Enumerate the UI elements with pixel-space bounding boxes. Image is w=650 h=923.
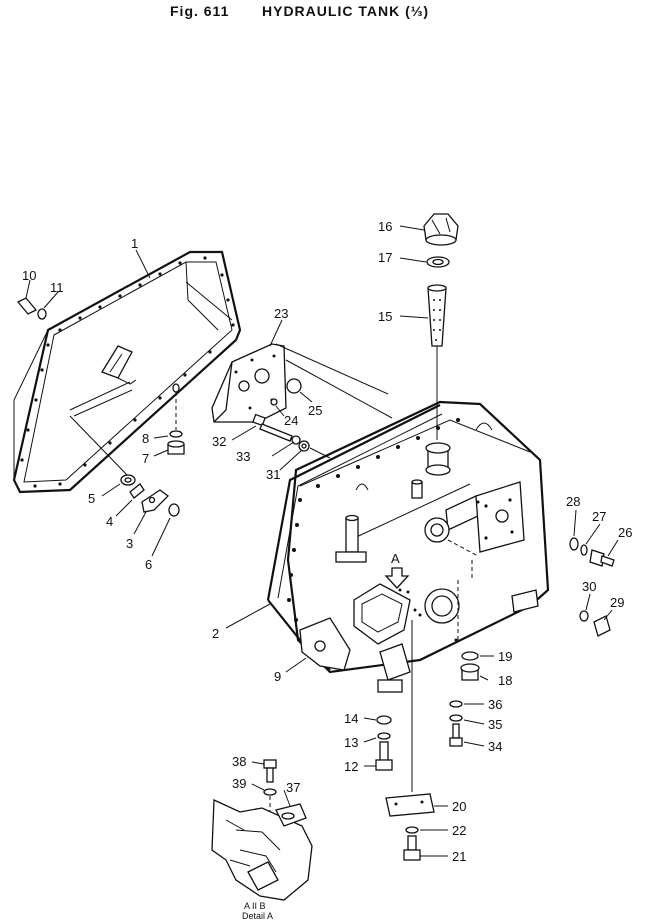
callout-10: 10 [22,268,36,283]
callout-39: 39 [232,776,246,791]
callout-19: 19 [498,649,512,664]
callout-31: 31 [266,467,280,482]
part-bolt-32-33-31 [252,413,331,459]
figure-title: HYDRAULIC TANK (⅓) [262,3,429,19]
part-tank-body: A [266,400,550,693]
callout-15: 15 [378,309,392,324]
callout-13: 13 [344,735,358,750]
callout-38: 38 [232,754,246,769]
callout-5: 5 [88,491,95,506]
callout-34: 34 [488,739,502,754]
callout-30: 30 [582,579,596,594]
detail-a-drawing [211,759,313,901]
callout-7: 7 [142,451,149,466]
callout-20: 20 [452,799,466,814]
callout-3: 3 [126,536,133,551]
part-bolt-34-36 [449,700,463,747]
figure-number: Fig. 611 [170,3,229,19]
callout-29: 29 [610,595,624,610]
callout-1: 1 [131,236,138,251]
part-gasket-17 [426,256,450,268]
part-bolt-12-14 [375,715,393,771]
callout-21: 21 [452,849,466,864]
callout-33: 33 [236,449,250,464]
callout-16: 16 [378,219,392,234]
part-bolt-26-28 [569,537,615,567]
callout-35: 35 [488,717,502,732]
callout-36: 36 [488,697,502,712]
part-plug-18-19 [460,651,480,681]
view-marker-a: A [391,551,400,566]
part-plug-7-8 [167,383,185,455]
callout-27: 27 [592,509,606,524]
part-bolt-10-11 [16,297,47,320]
part-plate-20 [385,620,435,817]
callout-4: 4 [106,514,113,529]
callout-37: 37 [286,780,300,795]
part-plug-29-30 [579,610,611,637]
callout-17: 17 [378,250,392,265]
callout-11: 11 [50,280,64,295]
callout-24: 24 [284,413,298,428]
callout-12: 12 [344,759,358,774]
callout-18: 18 [498,673,512,688]
callout-6: 6 [145,557,152,572]
part-bolt-21-22 [403,826,421,861]
leader-lines [25,225,619,857]
part-bracket-3-6 [120,474,180,517]
part-cap-16 [423,213,459,246]
detail-letters: A II B [244,901,266,911]
callout-28: 28 [566,494,580,509]
detail-caption: Detail A [242,911,273,921]
callout-23: 23 [274,306,288,321]
callout-9: 9 [274,669,281,684]
callout-22: 22 [452,823,466,838]
callout-14: 14 [344,711,358,726]
callout-8: 8 [142,431,149,446]
part-cover-plate [12,250,242,494]
callouts: 1 2 3 4 5 6 7 8 9 10 11 12 13 14 15 16 1… [22,219,632,864]
callout-26: 26 [618,525,632,540]
part-strainer-15 [427,284,447,440]
part-mounting-plate [211,343,393,423]
callout-2: 2 [212,626,219,641]
callout-25: 25 [308,403,322,418]
callout-32: 32 [212,434,226,449]
